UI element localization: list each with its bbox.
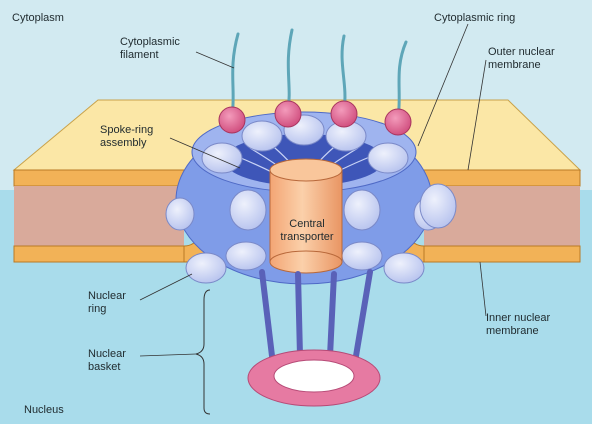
central-transporter-label: Central transporter [276, 218, 338, 244]
outer-nuclear-membrane-label: Outer nuclear membrane [488, 46, 555, 72]
central-transporter [270, 159, 342, 273]
cytoplasmic-filament-label: Cytoplasmic filament [120, 36, 180, 62]
lumen-left [14, 186, 184, 246]
inner-nuclear-membrane-label: Inner nuclear membrane [486, 312, 550, 338]
outer-membrane-left-edge [14, 170, 204, 186]
outer-membrane-right-edge [404, 170, 580, 186]
nuclear-basket-ring-hole [274, 360, 354, 392]
inner-membrane-right-edge [404, 246, 580, 262]
nucleus-label: Nucleus [24, 404, 64, 417]
cytoplasmic-ring-label: Cytoplasmic ring [434, 12, 515, 25]
inner-membrane-left-edge [14, 246, 204, 262]
cytoplasm-label: Cytoplasm [12, 12, 64, 25]
spoke-ring-assembly-label: Spoke-ring assembly [100, 124, 153, 150]
nuclear-ring-label: Nuclear ring [88, 290, 126, 316]
nuclear-basket-label: Nuclear basket [88, 348, 126, 374]
